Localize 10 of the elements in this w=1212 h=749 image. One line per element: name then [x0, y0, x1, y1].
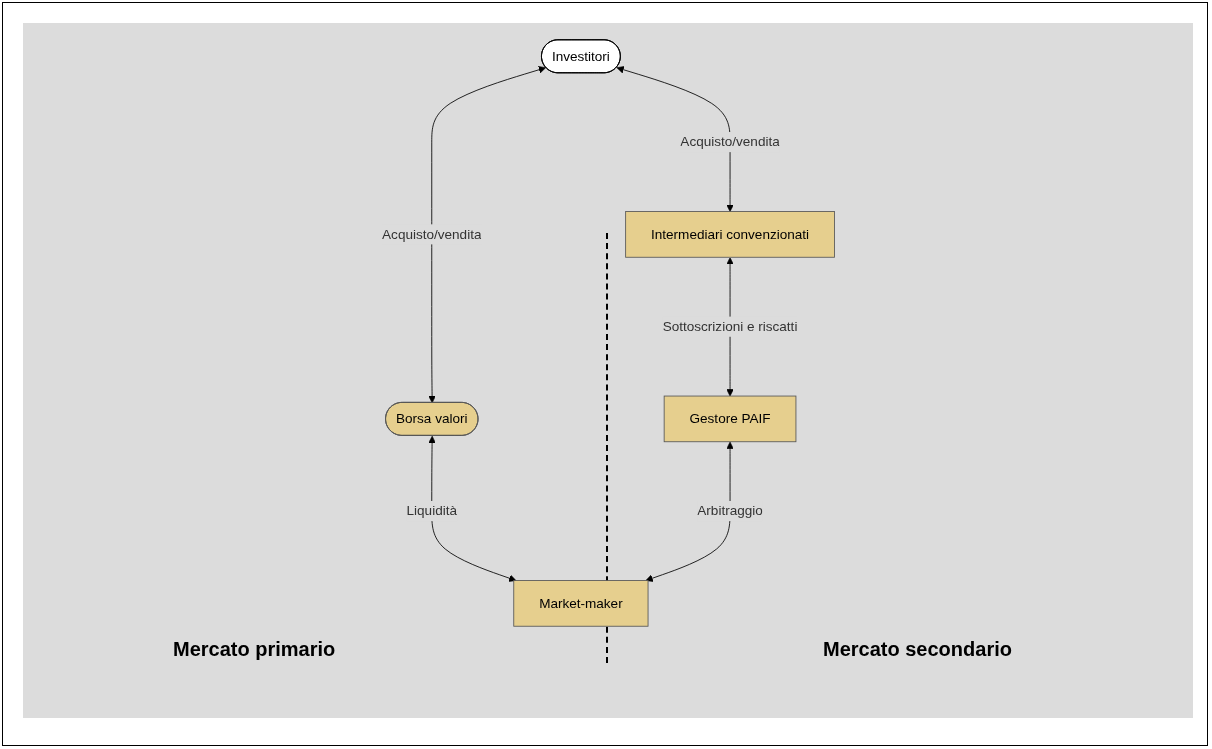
section-label: Mercato secondario [823, 638, 1012, 661]
section-label: Mercato primario [173, 638, 336, 661]
edge-label: Acquisto/vendita [381, 226, 482, 242]
node-box: Market-maker [513, 580, 649, 627]
node-box: Intermediari convenzionati [624, 211, 835, 258]
node-box: Gestore PAIF [663, 395, 797, 443]
edge-label: Liquidità [406, 503, 457, 518]
edge-label: Arbitraggio [697, 503, 763, 518]
edge-label: Acquisto/vendita [680, 134, 780, 149]
edge-label: Sottoscrizioni e riscatti [662, 319, 798, 334]
